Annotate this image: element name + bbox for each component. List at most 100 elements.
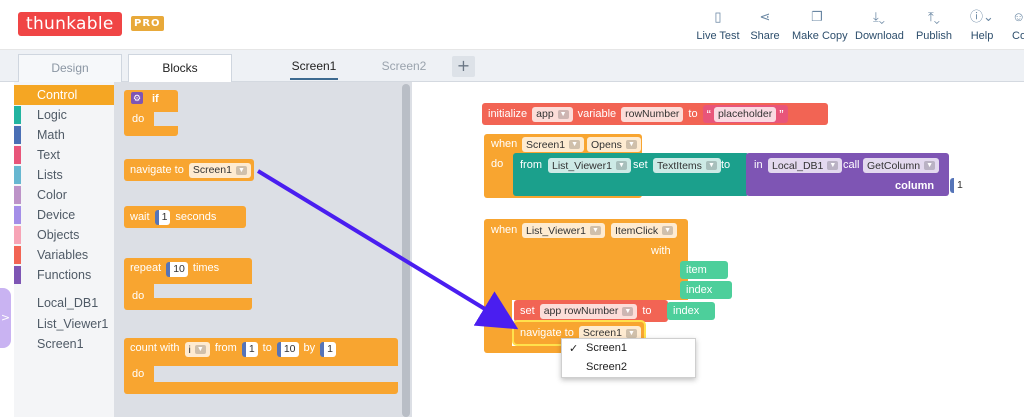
index-param-label: index bbox=[686, 284, 713, 296]
navigate-screen-dropdown[interactable]: Screen1▼ bbox=[188, 162, 251, 178]
item-click-event-dropdown[interactable]: ItemClick▼ bbox=[611, 223, 678, 238]
chevron-down-icon: ▼ bbox=[194, 345, 206, 354]
item-click-when-label: when bbox=[491, 224, 518, 236]
flyout-scrollbar[interactable] bbox=[402, 84, 410, 417]
from-label: from bbox=[214, 342, 237, 354]
workspace-navigate-label: navigate to bbox=[520, 327, 574, 339]
tab-screen1[interactable]: Screen1 bbox=[290, 58, 338, 80]
opens-event-dropdown[interactable]: Opens▼ bbox=[587, 137, 641, 152]
category-label: Control bbox=[37, 88, 78, 102]
expand-sidebar-handle[interactable]: > bbox=[0, 288, 11, 348]
to-input[interactable]: 10 bbox=[276, 342, 299, 357]
repeat-count-input[interactable]: 10 bbox=[166, 262, 188, 277]
category-label: Functions bbox=[37, 268, 92, 282]
category-label: Device bbox=[37, 208, 76, 222]
with-label: with bbox=[651, 245, 671, 257]
help-button[interactable]: ⓘ⌄ Help bbox=[968, 8, 996, 42]
dropdown-option-screen1[interactable]: Screen1 bbox=[586, 342, 627, 354]
arrow-line bbox=[256, 169, 519, 330]
navigate-screen-value: Screen1 bbox=[192, 164, 232, 176]
tab-design[interactable]: Design bbox=[18, 54, 122, 82]
variable-name-field[interactable]: rowNumber bbox=[621, 106, 684, 122]
category-label: Lists bbox=[37, 168, 63, 182]
category-variables[interactable]: Variables bbox=[14, 245, 114, 265]
category-label: Objects bbox=[37, 228, 80, 242]
to-label: to bbox=[262, 342, 272, 354]
component-screen1[interactable]: Screen1 bbox=[37, 337, 84, 351]
if-label: if bbox=[152, 93, 159, 105]
chevron-down-icon: ▼ bbox=[827, 161, 839, 170]
more-icon: ☺ bbox=[1012, 9, 1024, 24]
set-var-to-label: to bbox=[642, 305, 652, 317]
open-quote-icon: “ bbox=[706, 106, 711, 122]
category-control[interactable]: Control bbox=[14, 85, 114, 105]
copy-icon: ❐ bbox=[811, 9, 823, 24]
item-click-component-dropdown[interactable]: List_Viewer1▼ bbox=[522, 223, 605, 238]
workspace-navigate-value: Screen1 bbox=[582, 327, 622, 339]
item-param-block[interactable]: item bbox=[680, 261, 728, 279]
category-math[interactable]: Math bbox=[14, 125, 114, 145]
chevron-down-icon: ▼ bbox=[705, 161, 717, 170]
live-test-button[interactable]: ▯ Live Test bbox=[696, 8, 740, 42]
set-variable-dropdown[interactable]: app rowNumber▼ bbox=[539, 303, 638, 319]
category-color-swatch bbox=[14, 186, 21, 204]
tab-blocks[interactable]: Blocks bbox=[128, 54, 232, 82]
variable-label: variable bbox=[577, 108, 617, 120]
property-dropdown[interactable]: TextItems▼ bbox=[653, 158, 721, 173]
publish-icon: ⤒⌄ bbox=[928, 9, 940, 24]
category-logic[interactable]: Logic bbox=[14, 105, 114, 125]
more-button[interactable]: ☺ Co bbox=[1012, 8, 1024, 42]
db-method-dropdown[interactable]: GetColumn▼ bbox=[863, 158, 940, 173]
db-component-dropdown[interactable]: Local_DB1▼ bbox=[768, 158, 843, 173]
workspace-navigate-dropdown[interactable]: Screen1▼ bbox=[578, 325, 641, 341]
scope-dropdown[interactable]: app▼ bbox=[532, 106, 573, 122]
wait-label: wait bbox=[130, 211, 150, 223]
text-string-block[interactable]: “ placeholder ” bbox=[702, 105, 788, 123]
close-quote-icon: ” bbox=[779, 106, 784, 122]
item-click-event-value: ItemClick bbox=[615, 224, 659, 237]
from-label: from bbox=[520, 159, 542, 171]
category-text[interactable]: Text bbox=[14, 145, 114, 165]
set-label: set bbox=[633, 159, 648, 171]
column-input[interactable]: 1 bbox=[950, 178, 966, 193]
tab-screen2[interactable]: Screen2 bbox=[381, 59, 427, 73]
placeholder-text-field[interactable]: placeholder bbox=[713, 106, 777, 122]
category-functions[interactable]: Functions bbox=[14, 265, 114, 285]
index-value-block[interactable]: index bbox=[667, 302, 715, 320]
add-screen-button[interactable]: + bbox=[452, 56, 475, 77]
component-list-viewer1[interactable]: List_Viewer1 bbox=[37, 317, 109, 331]
more-label: Co bbox=[1012, 30, 1024, 42]
thunkable-logo[interactable]: thunkable bbox=[18, 12, 122, 36]
category-objects[interactable]: Objects bbox=[14, 225, 114, 245]
chevron-down-icon: ▼ bbox=[622, 306, 634, 316]
count-variable-dropdown[interactable]: i▼ bbox=[184, 342, 210, 357]
help-icon: ⓘ⌄ bbox=[970, 9, 994, 24]
chevron-down-icon: ▼ bbox=[569, 140, 581, 149]
download-button[interactable]: ⤓⌄ Download bbox=[855, 8, 904, 42]
category-lists[interactable]: Lists bbox=[14, 165, 114, 185]
category-color[interactable]: Color bbox=[14, 185, 114, 205]
wait-seconds-input[interactable]: 1 bbox=[154, 209, 171, 225]
component-local-db1[interactable]: Local_DB1 bbox=[37, 296, 99, 310]
screen-component-value: Screen1 bbox=[526, 138, 566, 151]
by-input[interactable]: 1 bbox=[320, 342, 336, 357]
live-test-label: Live Test bbox=[696, 30, 740, 42]
chevron-down-icon: ▼ bbox=[235, 165, 247, 175]
chevron-down-icon: ▼ bbox=[615, 161, 627, 170]
chevron-down-icon: ▼ bbox=[662, 226, 674, 235]
share-button[interactable]: ⋖ Share bbox=[750, 8, 780, 42]
from-input[interactable]: 1 bbox=[241, 342, 258, 357]
category-panel bbox=[14, 82, 114, 417]
index-value-label: index bbox=[673, 305, 700, 317]
index-param-block[interactable]: index bbox=[680, 281, 732, 299]
make-copy-button[interactable]: ❐ Make Copy bbox=[792, 8, 848, 42]
dropdown-option-screen2[interactable]: Screen2 bbox=[586, 361, 627, 373]
gear-icon[interactable]: ⚙ bbox=[131, 92, 143, 104]
list-viewer-dropdown[interactable]: List_Viewer1▼ bbox=[548, 158, 631, 173]
publish-button[interactable]: ⤒⌄ Publish bbox=[914, 8, 954, 42]
category-device[interactable]: Device bbox=[14, 205, 114, 225]
category-label: Logic bbox=[37, 108, 67, 122]
screen-component-dropdown[interactable]: Screen1▼ bbox=[522, 137, 585, 152]
category-label: Color bbox=[37, 188, 67, 202]
